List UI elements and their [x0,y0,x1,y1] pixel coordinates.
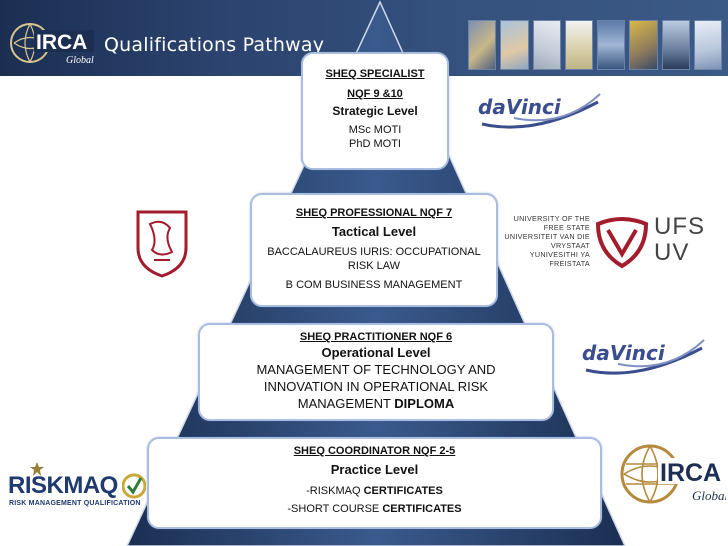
ufs-text-line-2: FREE STATE [543,223,590,232]
ufs-logo: UNIVERSITY OF THE FREE STATE UNIVERSITEI… [504,212,720,274]
tier-coordinator-line-2-pre: -SHORT COURSE [287,503,380,515]
riskmaq-subtitle: RISK MANAGEMENT QUALIFICATION [9,500,141,507]
ufs-text-line-4: VRYSTAAT [550,241,590,250]
riskmaq-wordmark: RISKMAQ [8,472,118,499]
tier-specialist-level: Strategic Level [332,104,418,118]
ufs-text-line-3: UNIVERSITEIT VAN DIE [504,232,590,241]
ufs-text-block: UNIVERSITY OF THE FREE STATE UNIVERSITEI… [504,214,590,268]
tier-specialist-heading: SHEQ SPECIALIST [325,68,425,80]
tier-specialist: SHEQ SPECIALIST NQF 9 &10 Strategic Leve… [301,52,449,170]
tier-coordinator-line-1-bold: CERTIFICATES [363,485,443,497]
photo-worker [661,20,690,70]
riskmaq-star-icon [30,462,44,476]
tier-practitioner-level: Operational Level [321,345,431,360]
tier-practitioner-line: MANAGEMENT OF TECHNOLOGY AND INNOVATION … [240,361,512,412]
ufs-text-line-1: UNIVERSITY OF THE [513,214,590,223]
tier-professional-line-2: B COM BUSINESS MANAGEMENT [285,279,463,291]
ufs-mark-1: UFS [654,213,705,240]
tier-practitioner-line-main: MANAGEMENT OF TECHNOLOGY AND INNOVATION … [256,362,496,411]
photo-strip [468,20,722,70]
tier-specialist-nqf: NQF 9 &10 [347,88,403,100]
tier-coordinator: SHEQ COORDINATOR NQF 2-5 Practice Level … [147,437,602,529]
tier-professional: SHEQ PROFESSIONAL NQF 7 Tactical Level B… [250,193,498,307]
ufs-mark: UFS UV [654,214,705,266]
irca-logo-subtext: Global [66,55,94,66]
photo-hardhat [629,20,658,70]
ufs-mark-2: UV [654,239,690,266]
tier-practitioner-heading: SHEQ PRACTITIONER NQF 6 [299,331,453,343]
riskmaq-check-icon [122,473,146,499]
tier-coordinator-level: Practice Level [330,462,419,477]
tier-coordinator-line-1-pre: -RISKMAQ [306,485,361,497]
irca-logo-bottom-subtext: Global [692,488,726,503]
irca-logo: IRCA Global [10,23,94,66]
tier-coordinator-line-2-bold: CERTIFICATES [382,503,462,515]
irca-logo-bottom: IRCA Global [620,444,726,504]
davinci-logo-top: daVinci [478,93,601,129]
irca-logo-text: IRCA [36,31,87,54]
tier-coordinator-heading: SHEQ COORDINATOR NQF 2-5 [293,445,456,457]
page-title: Qualifications Pathway [104,34,325,56]
tier-specialist-line-1: MSc MOTI [348,124,402,136]
photo-chart [693,20,722,70]
tier-practitioner-line-bold: DIPLOMA [394,396,455,411]
davinci-logo-middle: daVinci [582,339,705,375]
photo-pen [532,20,561,70]
tier-professional-heading: SHEQ PROFESSIONAL NQF 7 [295,207,453,219]
davinci-logo-middle-text: daVinci [582,341,666,365]
tier-specialist-line-2: PhD MOTI [349,138,401,150]
riskmaq-logo: RISKMAQ RISK MANAGEMENT QUALIFICATION [8,462,146,510]
ufs-text-line-5: YUNIVESITHI YA [529,250,590,259]
photo-buildings [597,20,626,70]
university-crest-logo [136,210,188,278]
header-bar: IRCA Global Qualifications Pathway [0,0,728,76]
photo-hand [500,20,529,70]
tier-professional-level: Tactical Level [331,224,417,239]
photo-scale [564,20,593,70]
ufs-text-line-6: FREISTATA [549,259,590,268]
tier-practitioner: SHEQ PRACTITIONER NQF 6 Operational Leve… [198,323,554,421]
photo-globe [468,20,497,70]
tier-professional-line-1: BACCALAUREUS IURIS: OCCUPATIONAL RISK LA… [267,246,481,272]
irca-logo-bottom-text: IRCA [660,459,721,487]
tier-coordinator-line-2: -SHORT COURSE CERTIFICATES [149,503,600,515]
tier-coordinator-line-1: -RISKMAQ CERTIFICATES [149,485,600,497]
ufs-shield-icon [595,217,649,269]
davinci-logo-top-text: daVinci [478,95,562,119]
